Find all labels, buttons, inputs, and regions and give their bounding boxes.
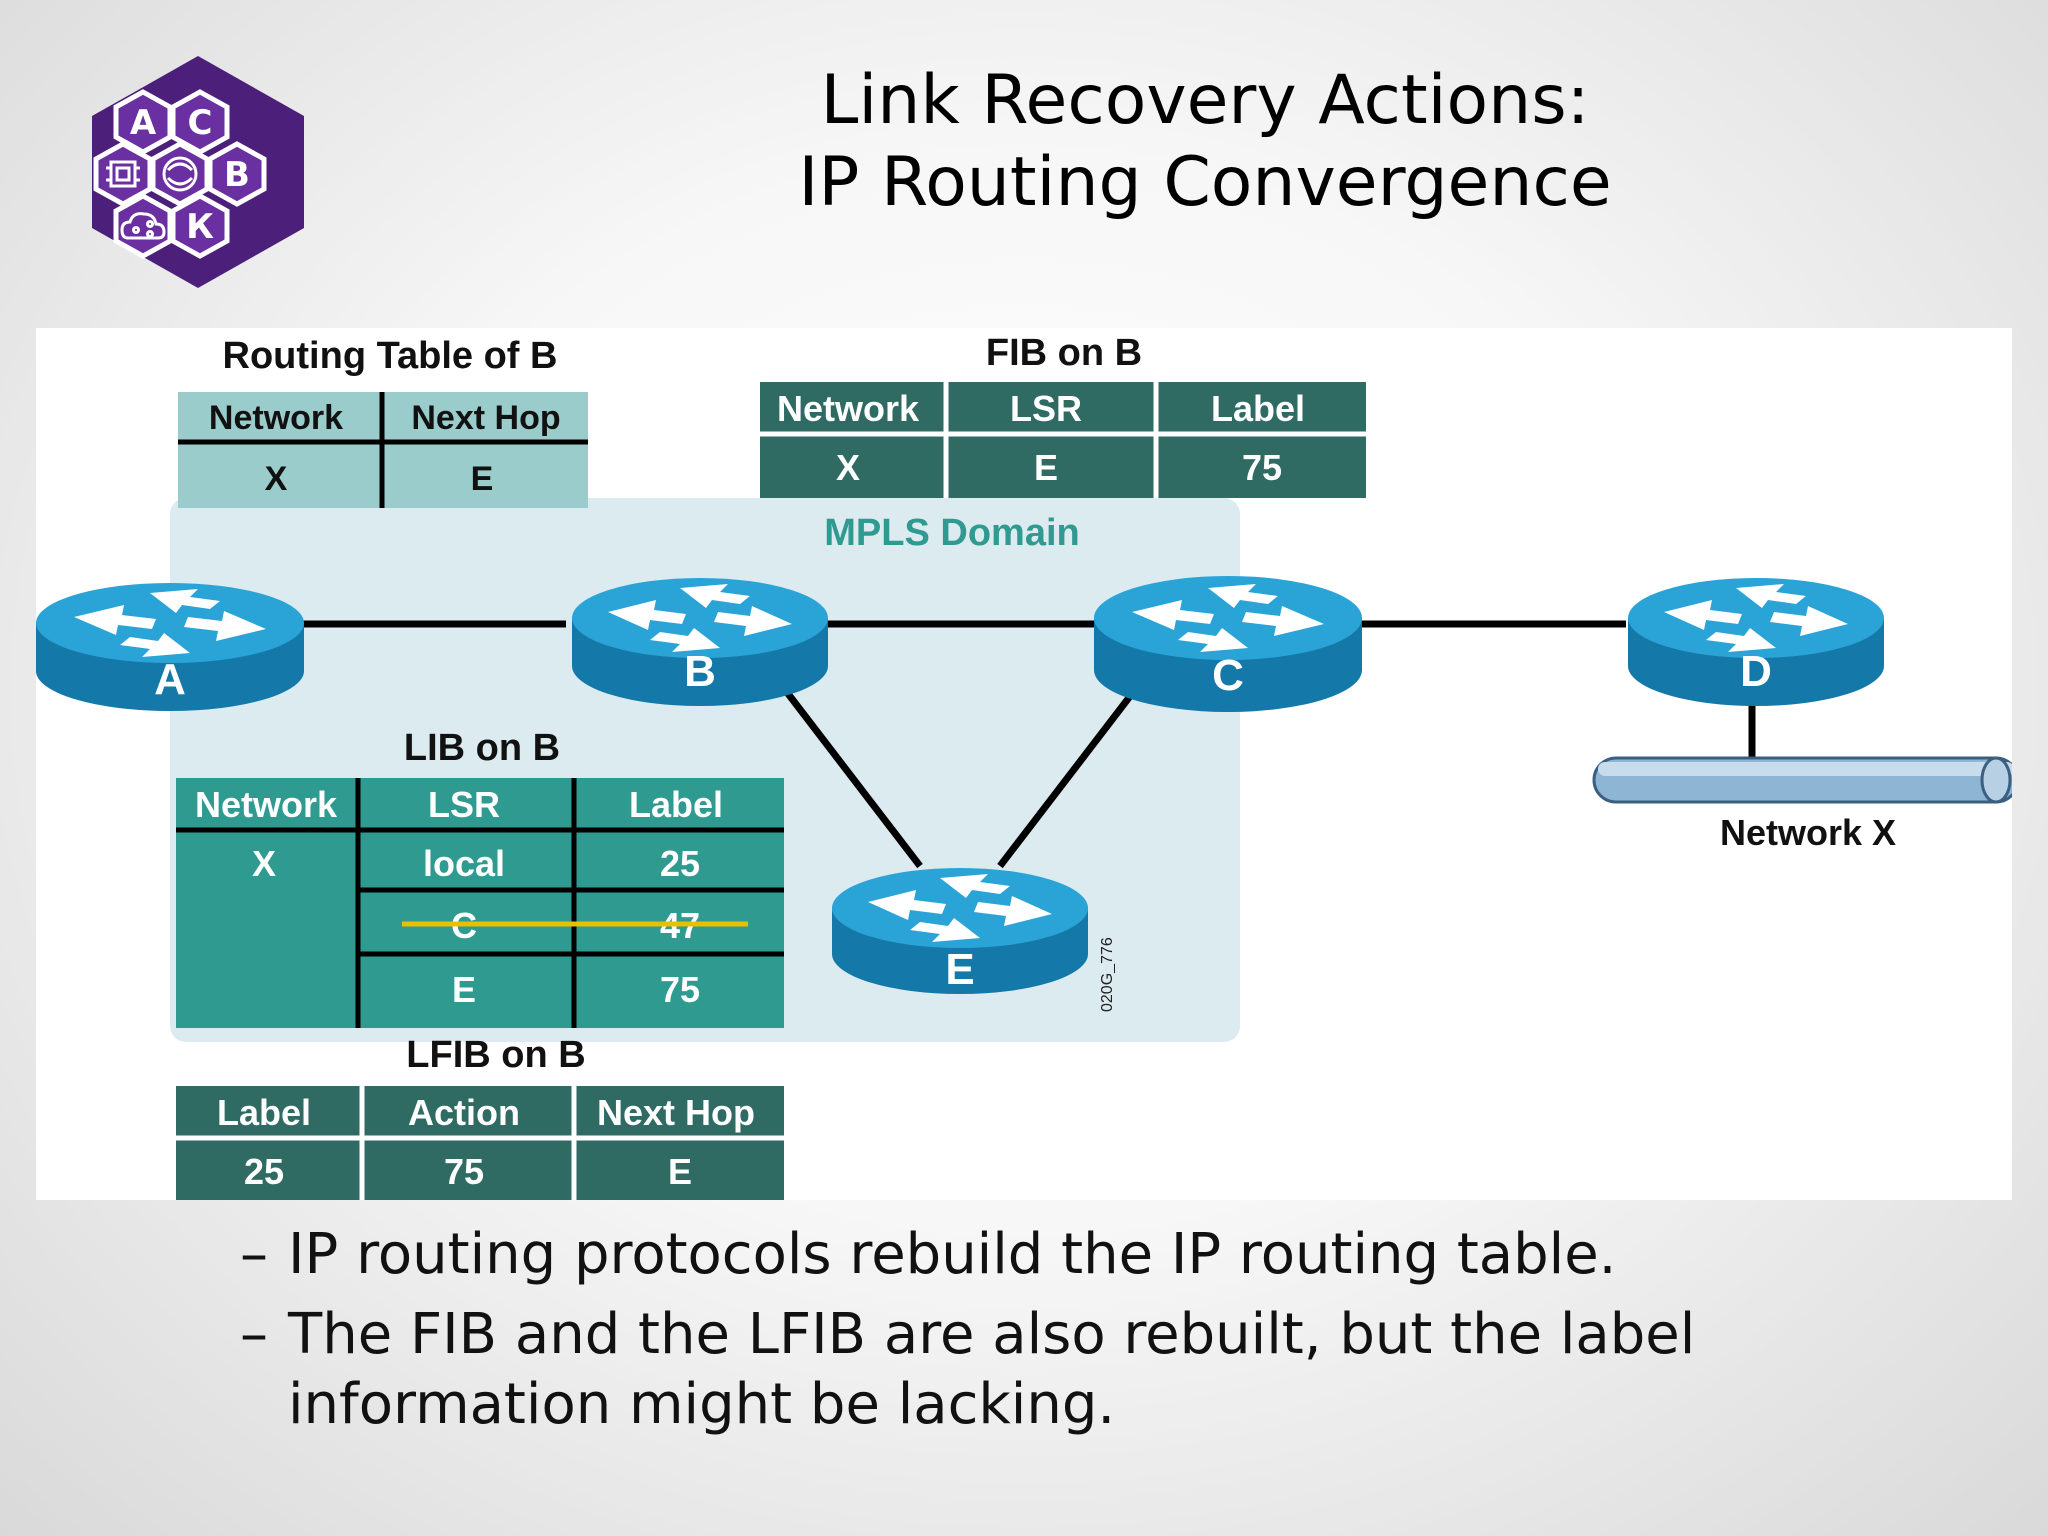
lib-cell-lsr-1: local bbox=[423, 843, 505, 884]
router-c bbox=[1094, 576, 1362, 712]
lfib-header-action: Action bbox=[408, 1092, 520, 1133]
routing-table-header-next-hop: Next Hop bbox=[411, 399, 560, 437]
title-line-2: IP Routing Convergence bbox=[798, 143, 1612, 222]
lib-table: Network LSR Label X local 25 C 47 E 75 bbox=[176, 778, 784, 1028]
router-d bbox=[1628, 578, 1884, 706]
routing-table-header-network: Network bbox=[209, 399, 343, 437]
router-a bbox=[36, 583, 304, 711]
cloud-share-icon bbox=[120, 212, 166, 240]
lfib-cell-next-hop: E bbox=[668, 1151, 692, 1192]
lfib-table: Label Action Next Hop 25 75 E bbox=[176, 1086, 784, 1200]
lfib-header-label: Label bbox=[217, 1092, 311, 1133]
chip-icon bbox=[106, 160, 140, 188]
lib-cell-lsr-3: E bbox=[452, 969, 476, 1010]
lib-cell-label-3: 75 bbox=[660, 969, 700, 1010]
lib-cell-label-1: 25 bbox=[660, 843, 700, 884]
title-line-1: Link Recovery Actions: bbox=[820, 61, 1590, 140]
lib-title: LIB on B bbox=[404, 727, 560, 769]
bullet-item: – IP routing protocols rebuild the IP ro… bbox=[240, 1220, 1940, 1290]
router-c-label: C bbox=[1212, 651, 1244, 700]
lfib-cell-label: 25 bbox=[244, 1151, 284, 1192]
network-x-label: Network X bbox=[1720, 812, 1896, 853]
bullet-text: The FIB and the LFIB are also rebuilt, b… bbox=[288, 1302, 1696, 1437]
router-b bbox=[572, 578, 828, 706]
bullet-list: – IP routing protocols rebuild the IP ro… bbox=[240, 1220, 1940, 1450]
fib-cell-label: 75 bbox=[1242, 447, 1282, 488]
lfib-cell-action: 75 bbox=[444, 1151, 484, 1192]
router-d-label: D bbox=[1740, 647, 1772, 696]
lib-cell-network: X bbox=[252, 843, 276, 884]
router-a-label: A bbox=[154, 655, 186, 704]
bullet-dash: – bbox=[240, 1302, 268, 1367]
router-e-label: E bbox=[945, 945, 974, 994]
lib-header-lsr: LSR bbox=[428, 784, 500, 825]
figure-code: 020G_776 bbox=[1099, 937, 1116, 1012]
organization-logo: А С В К bbox=[78, 52, 318, 292]
fib-title: FIB on B bbox=[986, 332, 1142, 374]
routing-table: Network Next Hop X E bbox=[178, 392, 588, 508]
spiral-icon bbox=[162, 156, 198, 192]
fib-table: Network LSR Label X E 75 bbox=[760, 382, 1366, 498]
logo-letter-a: А bbox=[130, 103, 157, 143]
fib-header-lsr: LSR bbox=[1010, 388, 1082, 429]
mpls-diagram: MPLS Domain Network X bbox=[36, 328, 2012, 1200]
lib-header-network: Network bbox=[195, 784, 338, 825]
mpls-domain-label: MPLS Domain bbox=[824, 512, 1079, 554]
router-b-label: B bbox=[684, 647, 716, 696]
network-x-segment bbox=[1592, 756, 2012, 804]
lfib-header-next-hop: Next Hop bbox=[597, 1092, 755, 1133]
network-links bbox=[300, 620, 1756, 869]
lfib-title: LFIB on B bbox=[406, 1034, 585, 1076]
bullet-dash: – bbox=[240, 1222, 268, 1287]
fib-header-label: Label bbox=[1211, 388, 1305, 429]
logo-letter-v: В bbox=[224, 155, 250, 195]
bullet-text: IP routing protocols rebuild the IP rout… bbox=[288, 1222, 1617, 1287]
routing-table-title: Routing Table of B bbox=[223, 335, 558, 377]
routing-table-cell-network: X bbox=[265, 460, 288, 498]
logo-letter-s: С bbox=[188, 103, 213, 143]
fib-cell-lsr: E bbox=[1034, 447, 1058, 488]
bullet-item: – The FIB and the LFIB are also rebuilt,… bbox=[240, 1300, 1940, 1440]
router-e bbox=[832, 868, 1088, 994]
fib-header-network: Network bbox=[777, 388, 920, 429]
routing-table-cell-next-hop: E bbox=[471, 460, 494, 498]
slide-title: Link Recovery Actions: IP Routing Conver… bbox=[640, 60, 1770, 224]
lib-header-label: Label bbox=[629, 784, 723, 825]
logo-letter-k: К bbox=[186, 207, 214, 247]
fib-cell-network: X bbox=[836, 447, 860, 488]
